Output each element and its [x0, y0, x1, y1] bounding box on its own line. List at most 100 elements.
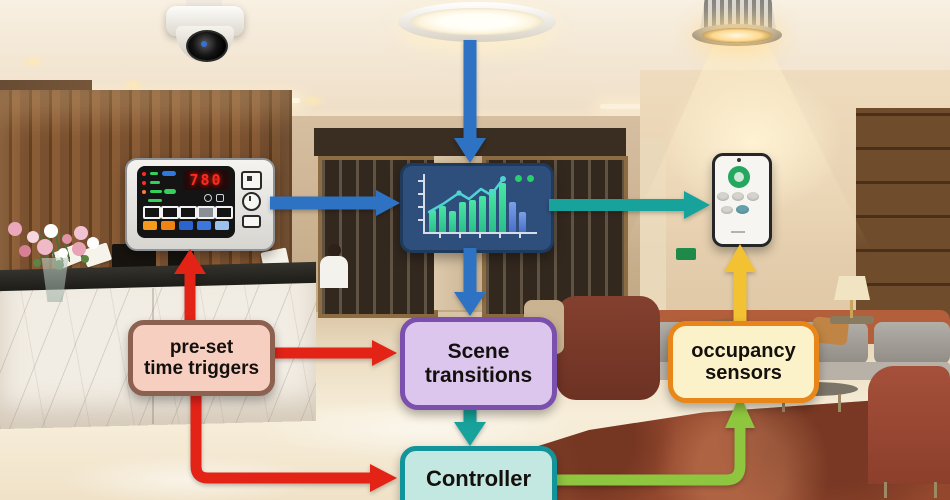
panel-button-outline — [161, 206, 179, 219]
arrow-triggers-to-panel — [174, 249, 206, 322]
arrow-triggers-to-scene — [266, 340, 397, 366]
analytics-display — [400, 163, 554, 253]
remote-label — [731, 231, 745, 233]
chart-bar — [429, 210, 436, 232]
trend-marker — [456, 190, 462, 196]
remote-button — [732, 192, 744, 201]
side-table — [830, 316, 874, 324]
arrow-sensors-to-remote — [724, 244, 756, 322]
panel-button-orange — [143, 221, 157, 230]
scene-transitions-label-line2: transitions — [424, 363, 533, 387]
camera-mount — [186, 0, 222, 10]
armchair — [556, 296, 660, 400]
scene-transitions-box: Scene transitions — [400, 317, 557, 410]
chart-bar — [469, 200, 476, 232]
x-tick — [499, 234, 501, 238]
refresh-icon — [204, 194, 212, 202]
table-leg — [782, 394, 785, 412]
chart-bar — [519, 212, 526, 232]
arrow-controller-to-sensors — [547, 395, 755, 486]
camera-lens — [186, 30, 228, 62]
clock-hand-icon — [249, 196, 251, 201]
receptionist — [328, 244, 341, 257]
time-triggers-label-line2: time triggers — [143, 358, 260, 379]
panel-button-outline — [215, 206, 233, 219]
table-leg — [838, 394, 841, 412]
chair-leg — [934, 482, 937, 498]
chair-leg — [884, 482, 887, 498]
entrance-door — [482, 156, 628, 318]
scene-transitions-label-line1: Scene — [447, 339, 510, 363]
chart-trend-overlay — [427, 176, 506, 214]
status-pill — [162, 171, 176, 176]
status-led — [142, 172, 146, 176]
status-dot-green — [527, 175, 534, 182]
occupancy-sensors-label-line2: sensors — [705, 362, 782, 384]
status-bar — [150, 181, 160, 184]
chart-x-axis — [423, 232, 537, 234]
power-button-center — [734, 172, 744, 182]
seven-segment-display-icon: 780 — [183, 170, 229, 190]
panel-button-orange — [161, 221, 175, 230]
time-triggers-label-line1: pre-set — [169, 336, 234, 358]
x-tick — [459, 234, 461, 238]
arrow-panel-to-display — [270, 190, 400, 216]
y-tick — [418, 193, 425, 195]
camera-lens-glint — [201, 41, 207, 47]
downlight-face — [702, 28, 772, 43]
flower-stems — [40, 234, 70, 262]
status-bar — [150, 172, 158, 175]
status-pill — [164, 189, 176, 194]
chart-bar — [439, 206, 446, 232]
chart-y-axis — [423, 174, 425, 234]
ceiling-spotlight — [300, 94, 326, 108]
y-tick — [418, 219, 425, 221]
arrow-triggers-to-controller — [190, 386, 397, 492]
chart-bar — [449, 211, 456, 232]
status-bar — [150, 190, 162, 193]
occupancy-sensors-box: occupancy sensors — [668, 321, 819, 403]
panel-button-blue — [179, 221, 193, 230]
ceiling-light-face — [410, 8, 544, 35]
remote-button-teal — [736, 205, 749, 214]
x-tick — [439, 234, 441, 238]
wood-shelf-wall — [856, 108, 950, 320]
chart-bar — [509, 202, 516, 232]
time-triggers-box: pre-set time triggers — [128, 320, 275, 396]
chart-bar — [459, 202, 466, 232]
ceiling-spotlight — [120, 78, 146, 92]
x-tick — [479, 234, 481, 238]
status-dot-green — [515, 175, 522, 182]
trend-marker — [500, 176, 506, 182]
remote-led — [737, 158, 741, 162]
panel-chart-bars — [429, 176, 531, 232]
remote-button — [717, 192, 729, 201]
controller-label: Controller — [425, 466, 532, 491]
chart-trend-line — [427, 177, 505, 214]
flower-bouquet — [8, 222, 22, 236]
bar-chart-icon — [403, 166, 551, 250]
chart-bar — [479, 196, 486, 232]
panel-button-blue — [197, 221, 211, 230]
button-glyph — [247, 176, 252, 181]
status-led — [142, 190, 146, 194]
lamp-stem — [850, 300, 853, 318]
arrow-light-to-display — [454, 40, 486, 163]
arrow-display-to-scene — [454, 248, 486, 316]
status-led — [142, 181, 146, 185]
x-tick — [519, 234, 521, 238]
panel-clock-button — [242, 192, 261, 211]
arrow-display-to-remote — [549, 191, 710, 219]
status-bar — [148, 199, 162, 202]
y-tick — [418, 180, 425, 182]
remote-button — [721, 206, 733, 214]
y-tick — [418, 206, 425, 208]
controller-box: Controller — [400, 446, 557, 500]
panel-button-outline — [179, 206, 197, 219]
receptionist-body — [320, 256, 348, 288]
table-lamp — [834, 276, 870, 300]
panel-side-button — [242, 215, 261, 228]
chart-bar — [489, 189, 496, 232]
